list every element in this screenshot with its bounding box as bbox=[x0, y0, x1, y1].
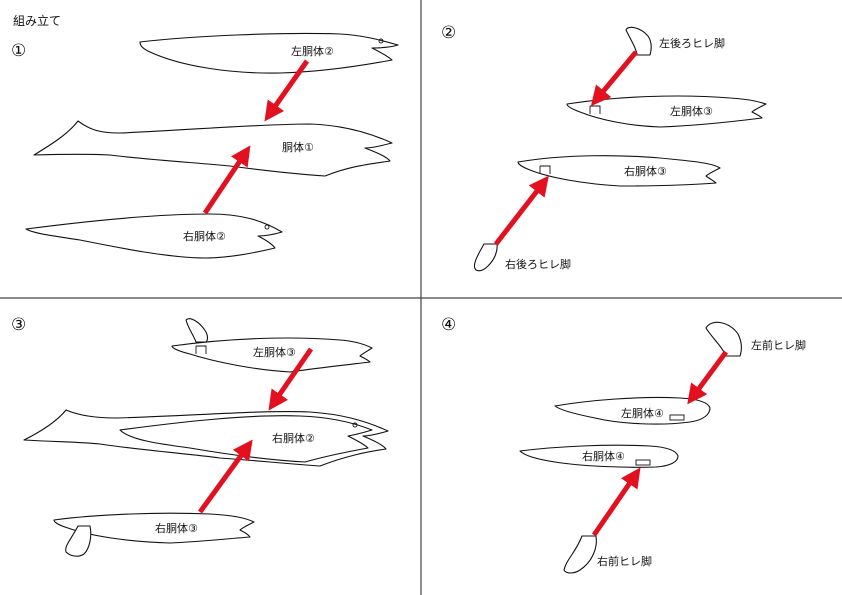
arrow-left-body-3-to-assembly bbox=[268, 347, 314, 411]
label-body-1: 胴体① bbox=[282, 140, 314, 154]
part-right-body-3-with-fin bbox=[53, 512, 255, 557]
part-body-1 bbox=[33, 120, 393, 177]
arrow-right-front-fin-to-right-body-4 bbox=[591, 467, 641, 537]
part-right-front-fin bbox=[563, 535, 597, 574]
part-left-front-fin bbox=[705, 321, 742, 357]
arrow-right-body-2-to-body-1 bbox=[202, 145, 251, 215]
step-1-panel: 組み立て ① 左胴体② 胴体① 右胴体② bbox=[11, 13, 399, 259]
label-left-body-3-step3: 左胴体③ bbox=[253, 345, 296, 359]
part-left-body-3 bbox=[566, 95, 767, 128]
step-2-panel: ② 左後ろヒレ脚 左胴体③ 右胴体③ 右後ろヒレ脚 bbox=[441, 23, 767, 272]
part-left-rear-fin bbox=[625, 26, 652, 56]
part-right-body-3 bbox=[517, 155, 721, 187]
part-left-body-4 bbox=[554, 396, 711, 425]
label-left-body-3: 左胴体③ bbox=[670, 104, 713, 118]
diagram-title: 組み立て bbox=[13, 13, 61, 28]
arrow-left-body-2-to-body-1 bbox=[264, 59, 310, 122]
label-right-body-3: 右胴体③ bbox=[624, 164, 667, 178]
label-right-body-2: 右胴体② bbox=[183, 229, 226, 243]
part-right-body-2 bbox=[25, 213, 283, 259]
label-right-body-4: 右胴体④ bbox=[582, 449, 625, 463]
step-3-panel: ③ 左胴体③ 右胴体② 右胴体③ bbox=[11, 315, 389, 557]
arrow-right-body-3-to-assembly bbox=[197, 439, 253, 514]
arrow-right-rear-fin-to-right-body-3 bbox=[494, 175, 549, 246]
step-2-number: ② bbox=[441, 23, 456, 43]
part-left-body-3-with-fin bbox=[171, 318, 373, 373]
step-4-panel: ④ 左前ヒレ脚 左胴体④ 右胴体④ 右前ヒレ脚 bbox=[441, 315, 806, 574]
label-right-rear-fin: 右後ろヒレ脚 bbox=[505, 257, 571, 271]
part-body-1-assembled bbox=[23, 409, 389, 467]
label-right-body-2-step3: 右胴体② bbox=[272, 431, 315, 445]
part-right-rear-fin bbox=[473, 243, 498, 272]
part-left-body-2 bbox=[139, 32, 399, 74]
step-3-number: ③ bbox=[11, 315, 26, 335]
part-right-body-4 bbox=[519, 444, 679, 468]
arrow-left-front-fin-to-left-body-4 bbox=[687, 350, 729, 405]
label-left-body-2: 左胴体② bbox=[291, 44, 334, 58]
label-left-body-4: 左胴体④ bbox=[621, 406, 664, 420]
label-left-front-fin: 左前ヒレ脚 bbox=[751, 338, 806, 352]
step-1-number: ① bbox=[11, 41, 26, 61]
step-4-number: ④ bbox=[441, 315, 456, 335]
arrow-left-rear-fin-to-left-body-3 bbox=[590, 50, 638, 107]
label-right-front-fin: 右前ヒレ脚 bbox=[597, 554, 652, 568]
label-right-body-3-step3: 右胴体③ bbox=[155, 521, 198, 535]
label-left-rear-fin: 左後ろヒレ脚 bbox=[659, 36, 725, 50]
